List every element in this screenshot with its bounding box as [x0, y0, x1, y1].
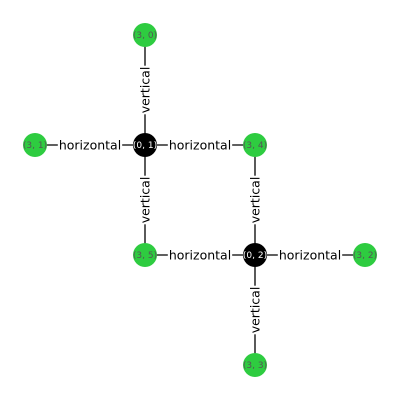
edge-label-box	[167, 137, 233, 153]
node-n0_2: (0, 2)	[243, 243, 267, 267]
edge-label-box	[137, 65, 153, 115]
edge-label-n3_4-n0_1: horizontal	[167, 137, 233, 153]
edge-label-n3_1-n0_1: horizontal	[57, 137, 123, 153]
node-n3_3: (3, 3)	[243, 353, 267, 377]
node-label: (3, 4)	[243, 141, 267, 151]
edge-label-text: vertical	[138, 67, 153, 114]
edge-label-box	[167, 247, 233, 263]
edge-label-n3_4-n0_2: vertical	[247, 175, 263, 225]
node-circle	[23, 133, 47, 157]
edge-label-text: horizontal	[59, 138, 121, 153]
edge-label-box	[277, 247, 343, 263]
node-label: (3, 3)	[243, 361, 267, 371]
edge-label-text: horizontal	[169, 248, 231, 263]
node-circle	[133, 243, 157, 267]
edges-layer	[35, 35, 365, 365]
edge-label-n3_2-n0_2: horizontal	[277, 247, 343, 263]
node-circle	[243, 243, 267, 267]
edge-label-box	[247, 175, 263, 225]
node-label: (0, 1)	[133, 141, 157, 151]
node-n3_1: (3, 1)	[23, 133, 47, 157]
node-circle	[133, 23, 157, 47]
nodes-layer: (0, 1) (0, 2) (3, 0) (3, 1) (3, 4) (3, 5) (3, …	[23, 23, 377, 377]
node-n3_0: (3, 0)	[133, 23, 157, 47]
edge-label-text: horizontal	[279, 248, 341, 263]
node-circle	[353, 243, 377, 267]
node-label: (3, 2)	[353, 251, 377, 261]
edge-label-n3_0-n0_1: vertical	[137, 65, 153, 115]
edge-label-text: vertical	[248, 177, 263, 224]
edge-label-box	[57, 137, 123, 153]
node-label: (3, 1)	[23, 141, 47, 151]
edge-label-text: horizontal	[169, 138, 231, 153]
edge-label-text: vertical	[248, 287, 263, 334]
edge-label-box	[247, 285, 263, 335]
node-label: (3, 0)	[133, 31, 157, 41]
node-n0_1: (0, 1)	[133, 133, 157, 157]
node-circle	[243, 133, 267, 157]
edge-label-box	[137, 175, 153, 225]
node-circle	[133, 133, 157, 157]
edge-label-n3_5-n0_2: horizontal	[167, 247, 233, 263]
edge-label-n3_3-n0_2: vertical	[247, 285, 263, 335]
node-label: (0, 2)	[243, 251, 267, 261]
node-circle	[243, 353, 267, 377]
node-n3_4: (3, 4)	[243, 133, 267, 157]
node-n3_5: (3, 5)	[133, 243, 157, 267]
node-n3_2: (3, 2)	[353, 243, 377, 267]
node-label: (3, 5)	[133, 251, 157, 261]
edge-labels-layer: vertical horizontal horizontal vertical hori…	[57, 65, 343, 335]
edge-label-n3_5-n0_1: vertical	[137, 175, 153, 225]
edge-label-text: vertical	[138, 177, 153, 224]
